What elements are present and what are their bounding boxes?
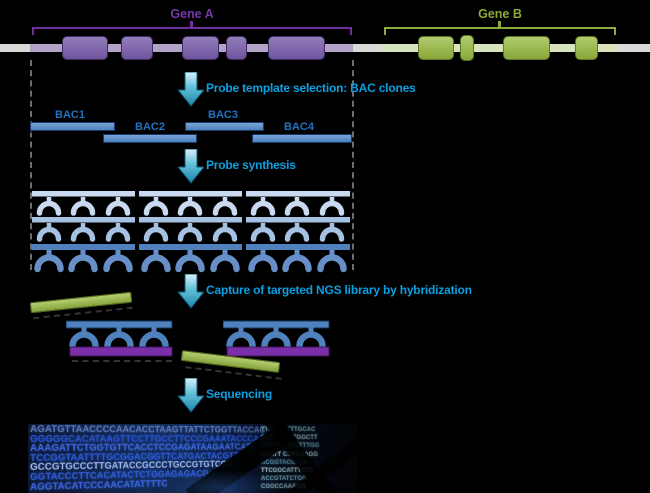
capture-complex <box>66 320 173 357</box>
panel-shading-overlay <box>28 424 358 493</box>
probe-icon <box>145 250 168 269</box>
probe-icon <box>74 197 93 213</box>
target-dna-bar <box>226 346 330 357</box>
bac3-bar <box>185 122 264 131</box>
bac2-label: BAC2 <box>135 121 165 133</box>
gene-b-bracket-tick <box>498 21 501 28</box>
probe-icon <box>72 250 95 269</box>
bac1-bar <box>30 122 115 131</box>
probe-icon <box>252 250 275 269</box>
probe-icon <box>321 250 344 269</box>
probe-icon <box>147 223 166 239</box>
region-guide-left <box>30 60 32 270</box>
probe-icon <box>181 197 200 213</box>
probe-icon <box>230 327 253 346</box>
step-label-probe-template: Probe template selection: BAC clones <box>206 81 416 95</box>
probe-icon <box>181 223 200 239</box>
bac4-bar <box>252 134 352 143</box>
bac2-bar <box>103 134 197 143</box>
probe-icon <box>214 250 237 269</box>
probe-icon <box>109 223 128 239</box>
gene-a-exon <box>182 36 219 60</box>
down-arrow-icon <box>178 72 204 107</box>
gene-a-exon <box>62 36 108 60</box>
gene-b-exon <box>460 35 474 61</box>
sequencing-reads-panel: AGATGTTAACCCCAACACCTAAGTTATTCTGGTTACCAC … <box>28 424 358 493</box>
probe-icon <box>300 327 323 346</box>
probe-icon <box>38 250 61 269</box>
gene-a-exon <box>268 36 325 60</box>
probe-row-2 <box>32 217 350 243</box>
probe-icon <box>323 223 342 239</box>
probe-icon <box>109 197 128 213</box>
down-arrow-icon <box>178 274 204 309</box>
gene-b-exon <box>418 36 454 60</box>
gene-a-bracket <box>32 27 352 37</box>
probe-icon <box>254 223 273 239</box>
gene-b-intron-line <box>381 44 617 52</box>
gene-a-bracket-tick <box>190 21 193 28</box>
probe-icon <box>143 327 166 346</box>
probe-row-1 <box>32 191 350 217</box>
probe-row-3 <box>32 244 350 274</box>
target-dna-bar <box>69 346 173 357</box>
gene-a-exon <box>226 36 247 60</box>
probe-icon <box>40 223 59 239</box>
probe-icon <box>265 327 288 346</box>
gene-b-exon <box>575 36 598 60</box>
probe-icon <box>73 327 96 346</box>
gene-b-bracket <box>384 27 616 37</box>
probe-icon <box>254 197 273 213</box>
bac4-label: BAC4 <box>284 121 314 133</box>
gene-a-label: Gene A <box>170 7 214 21</box>
probe-icon <box>288 223 307 239</box>
capture-complex <box>223 320 330 357</box>
complex-shadow <box>72 360 172 362</box>
probe-icon <box>216 223 235 239</box>
bac1-label: BAC1 <box>55 109 85 121</box>
region-guide-right <box>352 60 354 270</box>
gene-b-exon <box>503 36 550 60</box>
probe-icon <box>40 197 59 213</box>
probe-icon <box>107 250 130 269</box>
probe-icon <box>147 197 166 213</box>
probe-icon <box>179 250 202 269</box>
probe-icon <box>74 223 93 239</box>
probe-icon <box>323 197 342 213</box>
bac3-label: BAC3 <box>208 109 238 121</box>
probe-icon <box>216 197 235 213</box>
step-label-probe-synthesis: Probe synthesis <box>206 158 296 172</box>
probe-icon <box>288 197 307 213</box>
gene-a-exon <box>121 36 153 60</box>
probe-icon <box>286 250 309 269</box>
gene-b-label: Gene B <box>478 7 522 21</box>
down-arrow-icon <box>178 149 204 184</box>
step-label-sequencing: Sequencing <box>206 387 273 401</box>
down-arrow-icon <box>178 378 204 413</box>
probe-icon <box>108 327 131 346</box>
step-label-capture: Capture of targeted NGS library by hybri… <box>206 283 472 297</box>
